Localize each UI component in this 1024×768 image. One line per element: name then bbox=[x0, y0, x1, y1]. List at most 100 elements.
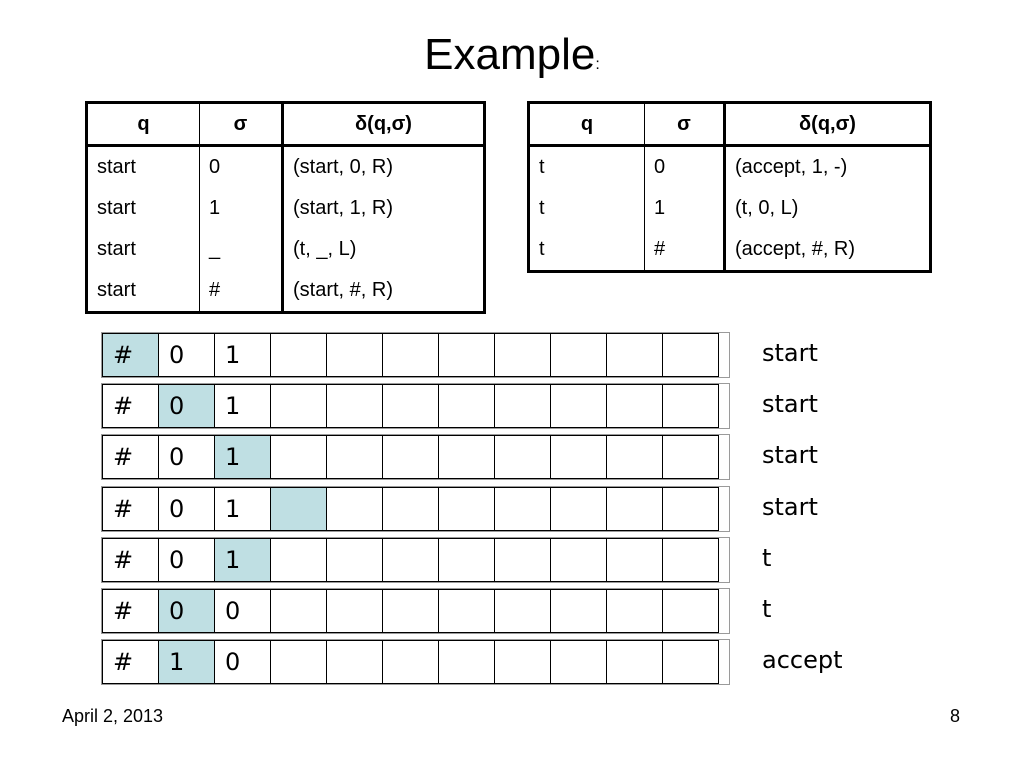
tape-cell-head: # bbox=[102, 333, 159, 377]
tape-cell: # bbox=[102, 435, 159, 479]
tape-cell: 0 bbox=[158, 333, 215, 377]
tape-cell bbox=[270, 333, 327, 377]
table-row: t 1 (t, 0, L) bbox=[528, 188, 931, 229]
column-header-sigma: σ bbox=[644, 102, 726, 147]
tape-cell bbox=[662, 538, 719, 582]
tape-cell bbox=[550, 333, 607, 377]
tape-cell: 0 bbox=[214, 589, 271, 633]
tape-state-label: start bbox=[762, 390, 818, 418]
tape-cell-head: 1 bbox=[158, 640, 215, 684]
tape-cell bbox=[494, 384, 551, 428]
tape-cell bbox=[382, 640, 439, 684]
table-cell-delta: (start, #, R) bbox=[293, 279, 394, 301]
tape-cell bbox=[606, 384, 663, 428]
tape-cell: # bbox=[102, 384, 159, 428]
transition-table-t: q σ δ(q,σ) t 0 (accept, 1, -) t 1 (t, 0,… bbox=[527, 101, 932, 273]
slide-title: Example: bbox=[0, 30, 1024, 80]
tape-cell bbox=[438, 333, 495, 377]
tape-cell bbox=[382, 333, 439, 377]
tape-state-label: t bbox=[762, 544, 772, 572]
tape-state-label: accept bbox=[762, 646, 843, 674]
table-cell-q: start bbox=[86, 229, 200, 270]
tape-cell bbox=[606, 333, 663, 377]
tape-cell bbox=[550, 435, 607, 479]
tape-cell bbox=[550, 589, 607, 633]
table-cell-sigma: 0 bbox=[199, 145, 284, 188]
tape-cell bbox=[662, 640, 719, 684]
slide-title-text: Example bbox=[424, 30, 596, 79]
tape-cell bbox=[494, 487, 551, 531]
tape-cell bbox=[382, 538, 439, 582]
tape-cell bbox=[326, 333, 383, 377]
table-cell-delta: (start, 1, R) bbox=[293, 197, 394, 219]
tape-cell bbox=[550, 384, 607, 428]
tape-cell bbox=[606, 640, 663, 684]
table-header-row: q σ δ(q,σ) bbox=[86, 102, 485, 147]
table-row: start 1 (start, 1, R) bbox=[86, 188, 485, 229]
tape-cell-head: 0 bbox=[158, 589, 215, 633]
tape-state-label: start bbox=[762, 441, 818, 469]
tape-cell bbox=[494, 589, 551, 633]
tape-cell: 1 bbox=[214, 333, 271, 377]
table-header-row: q σ δ(q,σ) bbox=[528, 102, 931, 147]
tape-cell: 0 bbox=[158, 435, 215, 479]
table-cell-q: start bbox=[86, 188, 200, 229]
table-cell-q: start bbox=[86, 145, 200, 188]
tape-cell bbox=[662, 435, 719, 479]
table-row: t # (accept, #, R) bbox=[528, 229, 931, 272]
column-header-delta: δ(q,σ) bbox=[282, 102, 485, 147]
column-header-sigma: σ bbox=[199, 102, 284, 147]
tape-cell bbox=[606, 487, 663, 531]
tape-cell bbox=[326, 640, 383, 684]
tape-cell bbox=[606, 538, 663, 582]
tape-cell: # bbox=[102, 487, 159, 531]
tape-cell bbox=[326, 384, 383, 428]
table-cell-delta: (accept, 1, -) bbox=[735, 156, 848, 178]
tape-cell bbox=[662, 384, 719, 428]
tape-cell bbox=[550, 487, 607, 531]
tape-cell bbox=[382, 487, 439, 531]
tape-cell bbox=[326, 487, 383, 531]
table-cell-sigma: 1 bbox=[199, 188, 284, 229]
tape-cell bbox=[326, 589, 383, 633]
tape-cell bbox=[438, 487, 495, 531]
table-cell-delta: (t, _, L) bbox=[293, 238, 357, 260]
table-cell-sigma: # bbox=[644, 229, 726, 272]
tape-state-label: start bbox=[762, 493, 818, 521]
tape-cell bbox=[606, 589, 663, 633]
page-number: 8 bbox=[950, 706, 961, 726]
tape-cell bbox=[606, 435, 663, 479]
table-cell-sigma: # bbox=[199, 270, 284, 313]
tape-cell bbox=[494, 640, 551, 684]
table-row: start 0 (start, 0, R) bbox=[86, 145, 485, 188]
tape-cell bbox=[494, 538, 551, 582]
tape-cell bbox=[438, 538, 495, 582]
tape-cell bbox=[438, 589, 495, 633]
tape-cell: 0 bbox=[214, 640, 271, 684]
table-cell-sigma: _ bbox=[199, 229, 284, 270]
table-cell-q: t bbox=[528, 145, 645, 188]
column-header-delta: δ(q,σ) bbox=[724, 102, 931, 147]
footer-date: April 2, 2013 bbox=[62, 706, 164, 726]
table-cell-sigma: 0 bbox=[644, 145, 726, 188]
tape-cell bbox=[270, 384, 327, 428]
table-cell-delta: (t, 0, L) bbox=[735, 197, 799, 219]
tape-cell-head: 1 bbox=[214, 538, 271, 582]
column-header-q: q bbox=[86, 102, 200, 147]
table-row: start _ (t, _, L) bbox=[86, 229, 485, 270]
tape-cell bbox=[270, 640, 327, 684]
tape-cell: 1 bbox=[214, 487, 271, 531]
table-cell-q: t bbox=[528, 229, 645, 272]
column-header-q: q bbox=[528, 102, 645, 147]
tape-cell bbox=[270, 435, 327, 479]
slide-title-colon: : bbox=[595, 56, 600, 73]
table-cell-q: start bbox=[86, 270, 200, 313]
table-cell-sigma: 1 bbox=[644, 188, 726, 229]
tape-state-label: t bbox=[762, 595, 772, 623]
